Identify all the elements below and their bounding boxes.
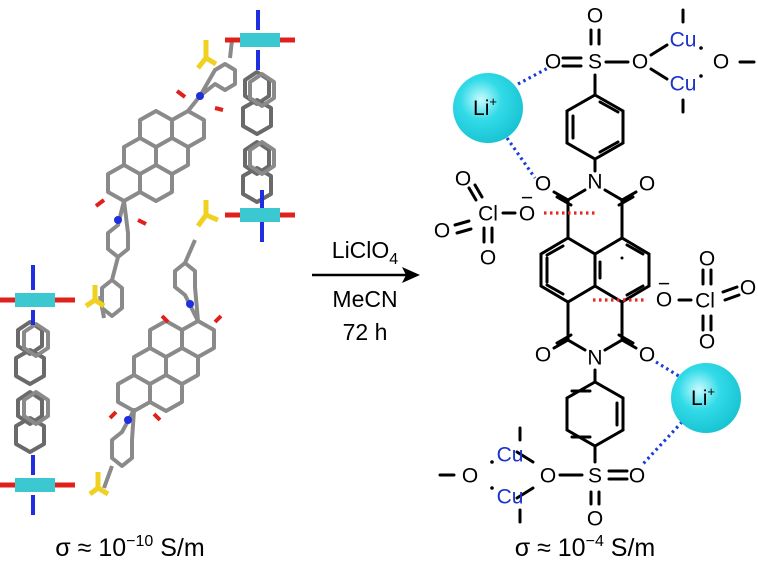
nitrogen-atom	[114, 216, 122, 224]
svg-text:O: O	[699, 331, 715, 354]
ndi-upper	[94, 39, 237, 319]
svg-text:−: −	[521, 187, 533, 210]
svg-text:O: O	[434, 220, 450, 243]
atom-labels: O O S O Cu Cu O N O O O O Cl O O − N O O…	[434, 5, 756, 531]
svg-text:Cl: Cl	[695, 290, 715, 313]
hbond-li-carbonyl-2	[655, 360, 683, 380]
svg-text:Cu: Cu	[670, 29, 697, 52]
paddlewheel-cu	[225, 10, 295, 242]
svg-text:O: O	[587, 5, 603, 28]
hbond-li-sulfonyl	[517, 66, 549, 86]
pillar-lower	[0, 265, 75, 515]
svg-text:O: O	[480, 247, 496, 270]
svg-text:O: O	[540, 465, 556, 488]
svg-text:−: −	[658, 273, 670, 296]
svg-text:Cu: Cu	[497, 486, 524, 509]
svg-text:O: O	[535, 344, 551, 367]
ndi-lower	[102, 239, 223, 489]
svg-text:O: O	[519, 203, 535, 226]
svg-text:O: O	[462, 465, 478, 488]
nitrogen-atom	[124, 416, 132, 424]
svg-text:O: O	[545, 51, 561, 74]
chemical-structure: Li+ Li+ O O S O Cu Cu O N O O O O Cl O O…	[434, 5, 756, 531]
conductivity-after: σ ≈ 10−4 S/m	[515, 533, 656, 562]
svg-text:O: O	[587, 508, 603, 531]
svg-text:O: O	[639, 173, 655, 196]
bonds	[438, 8, 756, 524]
svg-text:N: N	[587, 171, 602, 194]
lithium-ion-top: Li+	[453, 73, 523, 143]
solvent-label: MeCN	[332, 286, 397, 312]
svg-text:O: O	[656, 289, 672, 312]
sulfonate-groups	[84, 40, 219, 497]
hbond-li-carbonyl	[505, 137, 537, 179]
svg-text:Li+: Li+	[473, 94, 497, 120]
svg-text:Li+: Li+	[691, 384, 715, 410]
crystal-structure	[0, 10, 295, 515]
svg-text:O: O	[632, 51, 648, 74]
time-label: 72 h	[343, 319, 388, 345]
svg-text:O: O	[639, 344, 655, 367]
svg-text:N: N	[587, 347, 602, 370]
reaction-arrow	[312, 267, 420, 283]
svg-text:Cl: Cl	[478, 203, 498, 226]
nitrogen-atom	[196, 92, 204, 100]
svg-text:O: O	[699, 248, 715, 271]
svg-text:O: O	[629, 465, 645, 488]
svg-text:O: O	[455, 168, 471, 191]
svg-text:S: S	[588, 465, 602, 488]
hbond-li-sulfonyl-2	[640, 420, 684, 467]
conductivity-before: σ ≈ 10−10 S/m	[55, 533, 204, 562]
lithium-ion-bottom: Li+	[671, 363, 741, 433]
svg-text:O: O	[535, 173, 551, 196]
svg-text:Cu: Cu	[670, 73, 697, 96]
svg-text:S: S	[588, 51, 602, 74]
nitrogen-atom	[186, 300, 194, 308]
svg-text:O: O	[713, 51, 729, 74]
pillar-upper	[241, 70, 276, 204]
svg-text:Cu: Cu	[497, 444, 524, 467]
reagent-label: LiClO4	[332, 237, 399, 268]
svg-text:O: O	[740, 277, 756, 300]
